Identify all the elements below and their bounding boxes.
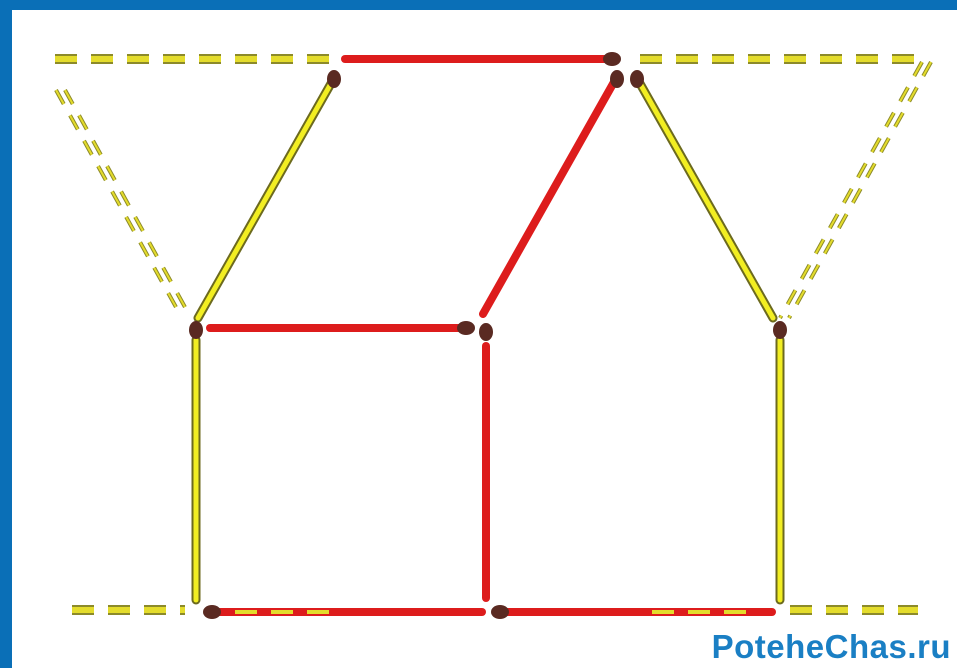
dashed-guides: [55, 59, 931, 610]
match-head-bottom-right: [491, 605, 509, 619]
match-head-left-roof-top: [327, 70, 341, 88]
site-watermark: PoteheChas.ru: [712, 628, 951, 666]
match-yellow-right-roof-fill: [638, 80, 773, 318]
match-head-diagonal-top: [610, 70, 624, 88]
match-head-left-wall-top: [189, 321, 203, 339]
match-head-top-right: [603, 52, 621, 66]
match-red-diagonal: [483, 82, 614, 314]
match-head-right-wall-top: [773, 321, 787, 339]
match-head-vertical-top: [479, 323, 493, 341]
dashed-guide-right-diagonal-a-fill: [780, 62, 922, 318]
match-head-bottom-left: [203, 605, 221, 619]
dashed-guide-left-diagonal-a-fill: [56, 90, 182, 318]
dashed-guide-right-diagonal-b-fill: [789, 62, 931, 318]
match-yellow-left-roof-fill: [198, 80, 333, 318]
match-head-middle-right: [457, 321, 475, 335]
match-head-right-roof-top: [630, 70, 644, 88]
dashed-guide-left-diagonal-b-fill: [65, 90, 191, 318]
